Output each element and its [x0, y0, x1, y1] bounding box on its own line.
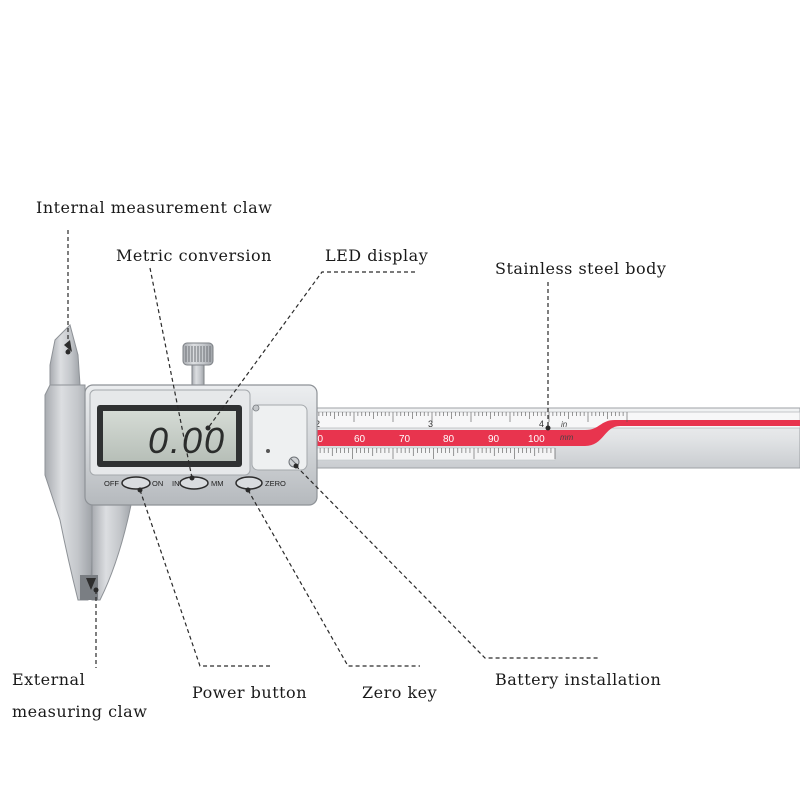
lcd-reading: 0.00 — [148, 420, 226, 461]
mm-tick-label-90: 90 — [488, 434, 500, 445]
steel-beam: 2 3 4 50 60 70 80 90 100 in mm — [299, 407, 800, 469]
lcd-display: 0.00 — [97, 405, 242, 467]
mm-tick-label-100: 100 — [528, 434, 545, 445]
mm-tick-marks — [311, 448, 556, 459]
leader-zero-key — [247, 489, 420, 667]
internal-measuring-jaw — [49, 324, 81, 386]
inch-tick-label-3: 3 — [428, 419, 433, 429]
callout-metric-conversion: Metric conversion — [116, 246, 272, 265]
zero-button[interactable] — [235, 476, 263, 490]
button-row: OFF ON IN MM ZERO — [104, 476, 286, 490]
callout-power-button: Power button — [192, 683, 307, 702]
power-button[interactable] — [121, 476, 151, 490]
mm-tick-label-70: 70 — [399, 434, 411, 445]
inch-tick-label-4: 4 — [539, 419, 544, 429]
thumb-wheel — [182, 342, 214, 386]
callout-external-claw: External measuring claw — [12, 664, 147, 728]
mm-tick-label-80: 80 — [443, 434, 455, 445]
mm-label: MM — [211, 479, 224, 488]
leader-led-display — [207, 271, 415, 429]
leader-lines — [65, 230, 600, 668]
callout-body: Stainless steel body — [495, 259, 667, 278]
in-label: IN — [172, 479, 180, 488]
unit-in-label: in — [561, 420, 568, 429]
callout-zero-key: Zero key — [362, 683, 438, 702]
off-label: OFF — [104, 479, 119, 488]
unit-mm-label: mm — [560, 433, 574, 442]
callout-internal-claw: Internal measurement claw — [36, 198, 273, 217]
mm-scale-strip — [310, 420, 800, 446]
callout-led-display: LED display — [325, 246, 429, 265]
zero-label: ZERO — [265, 479, 286, 488]
leader-battery — [295, 465, 600, 659]
leader-power-button — [139, 489, 270, 667]
on-label: ON — [152, 479, 163, 488]
callout-external-claw-line2: measuring claw — [12, 702, 148, 721]
mm-tick-label-50: 50 — [312, 434, 324, 445]
leader-metric-conversion — [149, 267, 193, 479]
callout-external-claw-line1: External — [12, 670, 86, 689]
callout-battery: Battery installation — [495, 670, 662, 689]
mm-tick-label-60: 60 — [354, 434, 366, 445]
